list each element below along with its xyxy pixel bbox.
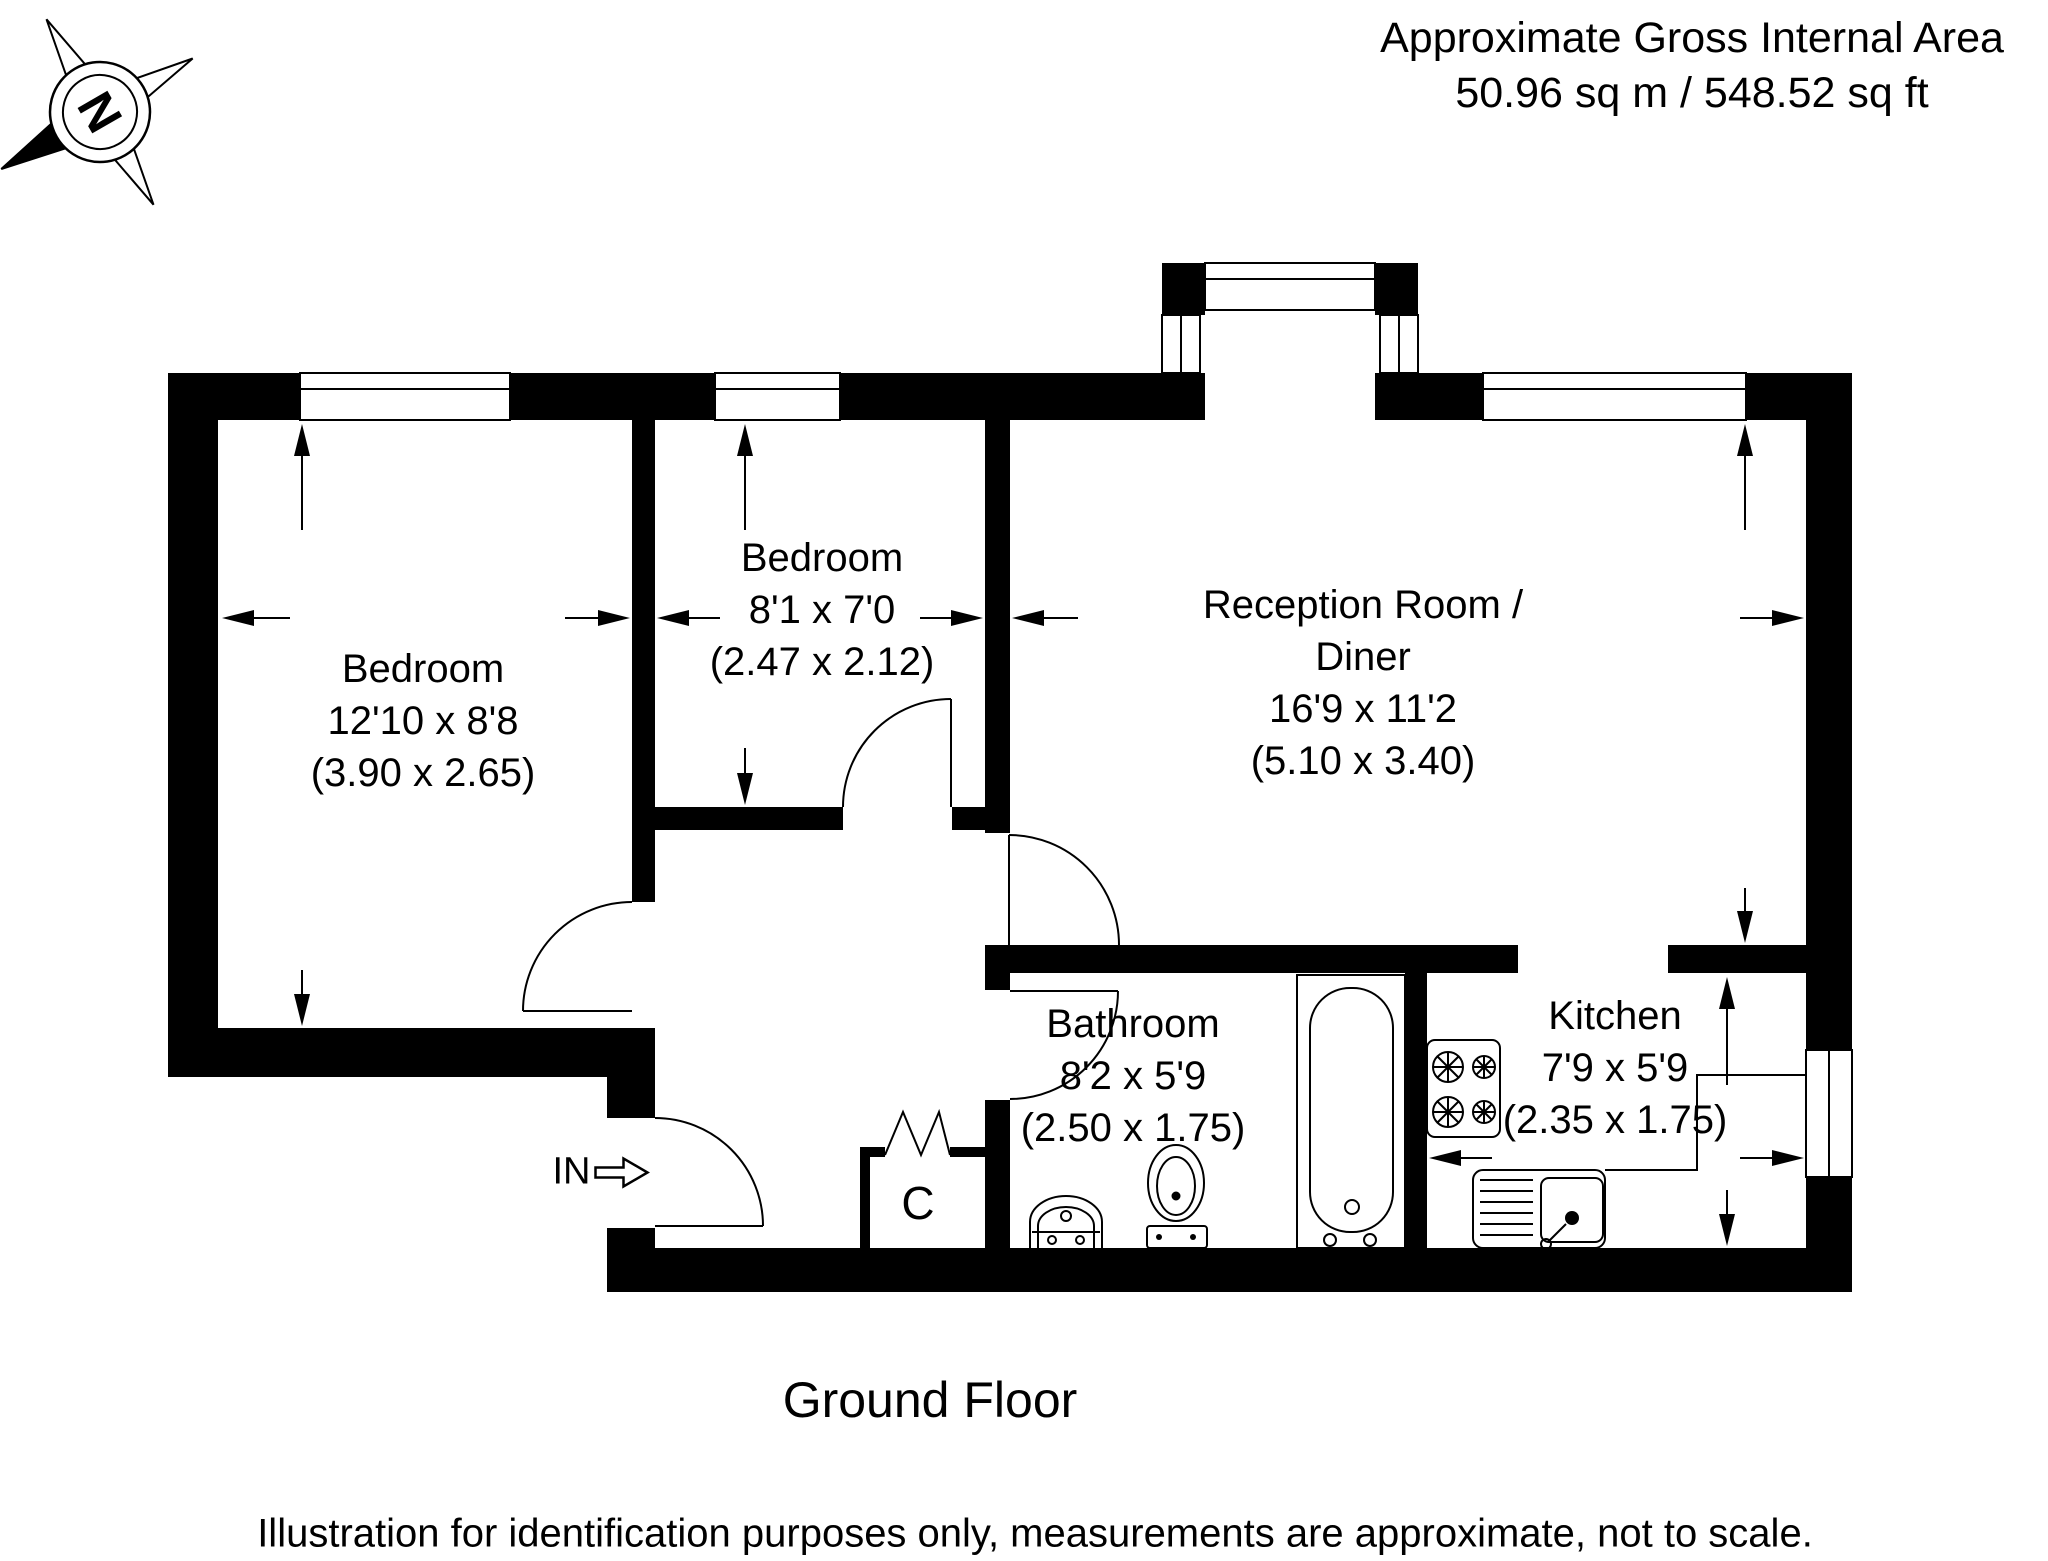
hob-burner [1472,1100,1496,1124]
room-name: Bedroom [740,536,904,580]
floor-title: Ground Floor [782,1372,1078,1428]
room-name: Bathroom [1046,1002,1220,1046]
header-title: Approximate Gross Internal Area [1380,14,2004,62]
closet-label: C [901,1177,935,1229]
gross-internal-area-header: Approximate Gross Internal Area 50.96 sq… [1380,11,2004,121]
entrance-door [654,1117,764,1227]
toilet [1146,1144,1208,1249]
disclaimer-text: Illustration for identification purposes… [257,1511,1813,1556]
bedroom2-door [842,698,952,808]
kitchen-counter [1605,1074,1806,1171]
room-label-bedroom-2: Bedroom 8'1 x 7'0 (2.47 x 2.12) [710,532,935,688]
room-size-imperial: 8'2 x 5'9 [1059,1054,1207,1098]
reception-door [1008,834,1120,946]
interior-walls [632,420,1806,1248]
room-size-metric: (5.10 x 3.40) [1250,739,1476,783]
dimension-arrows [222,424,1804,1246]
room-size-imperial: 8'1 x 7'0 [748,588,896,632]
room-label-kitchen: Kitchen 7'9 x 5'9 (2.35 x 1.75) [1503,990,1728,1146]
bathtub [1296,974,1406,1249]
room-size-metric: (2.35 x 1.75) [1502,1098,1728,1142]
room-size-imperial: 16'9 x 11'2 [1268,687,1457,731]
bathroom-sink [1029,1195,1103,1248]
closet-bifold-door [884,1108,951,1158]
room-name: Kitchen [1548,994,1682,1038]
entrance-arrow-icon [594,1155,650,1189]
kitchen-hob [1426,1039,1501,1138]
room-name: Reception Room / [1202,583,1524,627]
room-size-imperial: 12'10 x 8'8 [327,699,519,743]
room-size-imperial: 7'9 x 5'9 [1541,1046,1689,1090]
kitchen-window [1805,1049,1853,1178]
room-name: Diner [1315,635,1411,679]
entrance-label: IN [552,1150,591,1193]
hob-burner [1432,1051,1464,1083]
hob-burner [1432,1096,1464,1128]
room-label-bedroom-1: Bedroom 12'10 x 8'8 (3.90 x 2.65) [311,643,536,799]
room-size-metric: (3.90 x 2.65) [310,751,536,795]
bedroom1-door [522,901,633,1012]
reception-window [1482,372,1747,421]
outer-walls [168,373,1852,1292]
entrance-label-block: IN [553,1151,652,1194]
header-area-value: 50.96 sq m / 548.52 sq ft [1455,69,1929,117]
room-label-reception: Reception Room / Diner 16'9 x 11'2 (5.10… [1203,579,1523,787]
windows [299,372,1853,1178]
bathroom-door [1009,990,1119,1100]
bay-window [1161,262,1419,374]
kitchen-sink [1472,1169,1606,1250]
bedroom2-window [714,372,841,421]
room-size-metric: (2.47 x 2.12) [709,640,935,684]
bedroom1-window [299,372,511,421]
room-name: Bedroom [341,647,505,691]
room-label-bathroom: Bathroom 8'2 x 5'9 (2.50 x 1.75) [1021,998,1246,1154]
doors [522,698,1120,1227]
compass-icon: N [0,18,194,206]
hob-burner [1472,1055,1496,1079]
room-size-metric: (2.50 x 1.75) [1020,1106,1246,1150]
